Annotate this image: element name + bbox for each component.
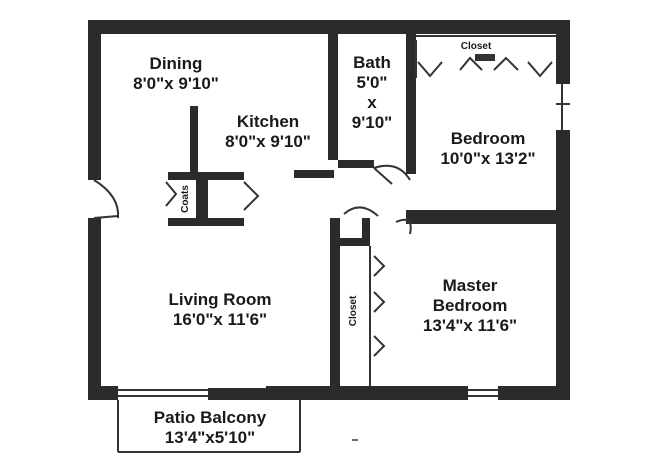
- bath-door-arc: [373, 164, 411, 181]
- walls: [88, 20, 570, 400]
- wall-kitchen-pillar: [190, 106, 198, 174]
- living-room-label: Living Room 16'0"x 11'6": [150, 291, 290, 328]
- dining-label: Dining 8'0"x 9'10": [120, 55, 232, 92]
- bath-size-h: 9'10": [351, 113, 393, 132]
- wall-bath-right: [406, 34, 416, 174]
- patio-label: Patio Balcony 13'4"x5'10": [128, 409, 292, 446]
- thin-lines: [118, 35, 570, 397]
- master-closet-door-2: [373, 291, 386, 313]
- master-bedroom-name-2: Bedroom: [432, 296, 508, 315]
- wall-coats-divider: [196, 172, 208, 226]
- entry-door-leaf: [93, 215, 119, 219]
- wall-right-lower: [556, 130, 570, 400]
- master-closet-door-3: [373, 335, 386, 357]
- dining-name: Dining: [149, 54, 203, 73]
- wall-top-outer: [88, 20, 570, 34]
- wall-bottom-1: [88, 386, 118, 400]
- bedroom-closet-label: Closet: [460, 41, 492, 52]
- master-bedroom-size: 13'4"x 11'6": [422, 316, 518, 335]
- patio-name: Patio Balcony: [153, 408, 267, 427]
- wall-bedroom-bottom: [406, 210, 570, 224]
- kitchen-label: Kitchen 8'0"x 9'10": [210, 113, 326, 150]
- bath-name: Bath: [353, 53, 391, 72]
- coats-door-2: [243, 181, 260, 211]
- wall-kitchen-stub: [294, 170, 334, 178]
- bath-door-leaf: [373, 167, 393, 185]
- wall-left-upper: [88, 20, 101, 180]
- bedroom-name: Bedroom: [450, 129, 526, 148]
- dining-size: 8'0"x 9'10": [133, 74, 219, 93]
- bifold-doors: [165, 54, 553, 357]
- bedroom-closet-door-4: [527, 61, 553, 78]
- bath-label: Bath 5'0" x 9'10": [338, 54, 406, 131]
- entry-door-arc: [93, 179, 120, 219]
- living-room-name: Living Room: [168, 290, 272, 309]
- wall-bottom-3: [266, 386, 468, 400]
- bath-size-x: x: [367, 93, 377, 112]
- coats-closet-label: Coats: [180, 185, 191, 213]
- bedroom-closet-door-1: [417, 61, 443, 78]
- coats-door-1: [165, 181, 178, 207]
- kitchen-size: 8'0"x 9'10": [225, 132, 311, 151]
- swing-doors: [93, 164, 412, 235]
- patio-size: 13'4"x5'10": [164, 428, 256, 447]
- patio-outline: [117, 400, 301, 453]
- wall-bottom-4: [498, 386, 570, 400]
- master-door-arc: [395, 218, 412, 235]
- master-closet-label: Closet: [348, 295, 359, 327]
- master-closet-door-1: [373, 255, 386, 277]
- wall-bottom-2: [208, 388, 266, 400]
- kitchen-name: Kitchen: [236, 112, 300, 131]
- bedroom-closet-door-2: [459, 56, 483, 71]
- bedroom-label: Bedroom 10'0"x 13'2": [428, 130, 548, 167]
- wall-bath-left: [328, 34, 338, 160]
- closet-shelf: [475, 54, 495, 61]
- wall-coats-bottom: [168, 218, 244, 226]
- wall-right-upper: [556, 20, 570, 84]
- master-bedroom-label: Master Bedroom 13'4"x 11'6": [400, 277, 540, 334]
- bedroom-closet-door-3: [493, 56, 519, 71]
- wall-left-lower: [88, 218, 101, 400]
- wall-closet-post: [362, 218, 370, 246]
- wall-bath-bottom: [338, 160, 374, 168]
- wall-master-left: [330, 218, 340, 400]
- master-bedroom-name-1: Master: [442, 276, 498, 295]
- living-room-size: 16'0"x 11'6": [172, 310, 268, 329]
- hall-door-arc: [343, 206, 379, 217]
- bath-size-w: 5'0": [356, 73, 388, 92]
- bedroom-size: 10'0"x 13'2": [440, 149, 536, 168]
- wall-closet-top: [340, 238, 370, 246]
